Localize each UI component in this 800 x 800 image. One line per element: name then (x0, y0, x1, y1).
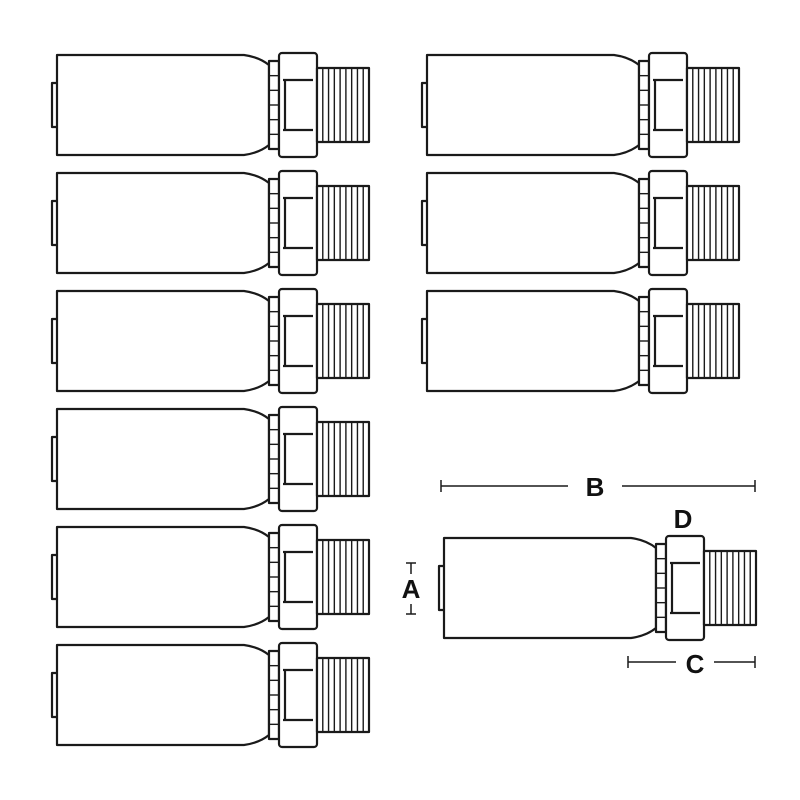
fitting-grid (50, 51, 741, 749)
thread (685, 184, 741, 262)
dimension-c (627, 656, 756, 668)
thread (315, 656, 371, 734)
ferrule-body (55, 171, 271, 275)
hose-fitting-7 (420, 51, 741, 159)
ferrule-body (55, 289, 271, 393)
thread (702, 549, 758, 627)
hose-fitting-4 (50, 405, 371, 513)
dimension-c-label: C (686, 649, 705, 679)
hose-fitting-9 (420, 287, 741, 395)
hose-fitting-8 (420, 169, 741, 277)
thread (315, 420, 371, 498)
thread (315, 184, 371, 262)
thread (315, 66, 371, 144)
ferrule-body (442, 536, 658, 640)
dimension-a (406, 562, 416, 615)
thread (315, 302, 371, 380)
ferrule-body (55, 53, 271, 157)
dimension-d-label: D (674, 504, 693, 534)
dimension-b (440, 480, 756, 492)
thread (685, 66, 741, 144)
hose-fitting-1 (50, 51, 371, 159)
hose-fitting-3 (50, 287, 371, 395)
hose-fitting-5 (50, 523, 371, 631)
ferrule-body (425, 171, 641, 275)
dimension-b-label: B (586, 472, 605, 502)
thread (315, 538, 371, 616)
dimension-a-label: A (402, 574, 421, 604)
hose-fitting-6 (50, 641, 371, 749)
thread (685, 302, 741, 380)
hose-fitting-10 (437, 534, 758, 642)
ferrule-body (55, 407, 271, 511)
ferrule-body (55, 525, 271, 629)
hose-fitting-2 (50, 169, 371, 277)
dimensioned-fitting (437, 534, 758, 642)
ferrule-body (425, 289, 641, 393)
ferrule-body (425, 53, 641, 157)
ferrule-body (55, 643, 271, 747)
